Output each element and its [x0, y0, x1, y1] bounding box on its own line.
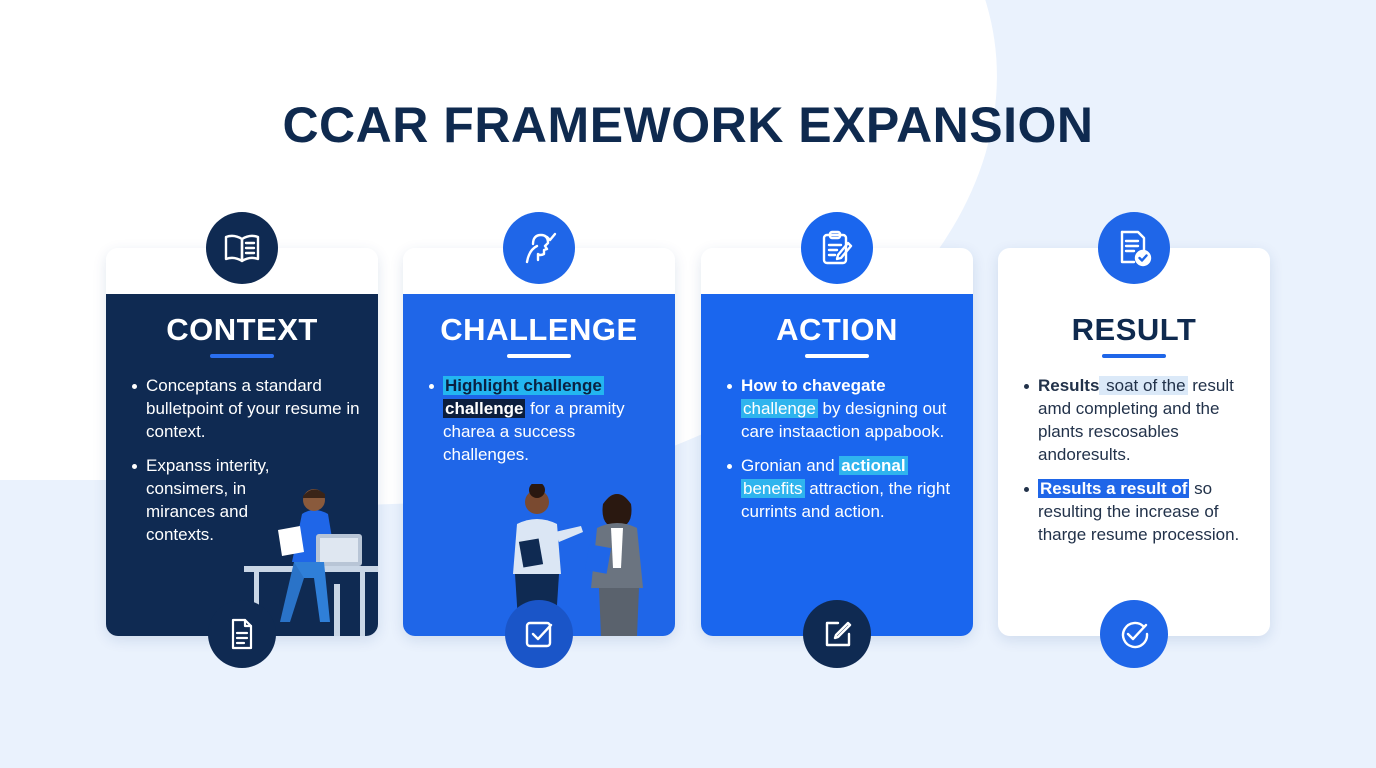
list-item: Results soat of the result amd completin…: [1022, 374, 1258, 466]
list-item: Gronian and actional benefits attraction,…: [725, 454, 961, 523]
heading-underline: [507, 354, 571, 358]
card-result: RESULT Results soat of the result amd co…: [998, 248, 1270, 636]
bullet-text: by designing out care instaaction appabo…: [741, 399, 947, 441]
card-context: CONTEXT Conceptans a standard bulletpoin…: [106, 248, 378, 636]
card-action: ACTION How to chavegate challenge by desi…: [701, 248, 973, 636]
card-body: [998, 294, 1270, 636]
page-title: CCAR FRAMEWORK EXPANSION: [282, 97, 1094, 153]
card-challenge: CHALLENGE Highlight challenge challenge f…: [403, 248, 675, 636]
list-item: How to chavegate challenge by designing o…: [725, 374, 961, 443]
document-icon: [208, 600, 276, 668]
heading-underline: [210, 354, 274, 358]
highlight-text: Results a result of: [1038, 479, 1190, 498]
card-body: [106, 294, 378, 636]
list-item: Results a result of so resulting the inc…: [1022, 477, 1258, 546]
highlight-text: soat of the: [1099, 376, 1188, 395]
bullet-text: Expanss interity, consimers, in mirances…: [146, 456, 270, 544]
book-icon: [206, 212, 278, 284]
list-item: Conceptans a standard bulletpoint of you…: [130, 374, 366, 443]
bullet-list: Results soat of the result amd completin…: [1022, 374, 1258, 557]
bullet-text: result amd completing and the plants res…: [1038, 376, 1234, 464]
bold-text: Results: [1038, 376, 1100, 395]
highlight-text: Highlight challenge: [443, 376, 604, 395]
heading-underline: [1102, 354, 1166, 358]
document-check-icon: [1098, 212, 1170, 284]
person-check-icon: [503, 212, 575, 284]
highlight-text-dark: challenge: [443, 399, 526, 418]
check-circle-icon: [1100, 600, 1168, 668]
edit-square-icon: [803, 600, 871, 668]
bullet-text: attraction, the right currints and actio…: [741, 479, 951, 521]
bold-text: How to chavegate: [741, 376, 886, 395]
clipboard-edit-icon: [801, 212, 873, 284]
list-item: Expanss interity, consimers, in mirances…: [130, 454, 276, 546]
card-heading: CHALLENGE: [440, 312, 638, 347]
card-heading: CONTEXT: [166, 312, 318, 347]
bullet-text: for a pramity charea a success challenge…: [443, 399, 625, 464]
bullet-list: Conceptans a standard bulletpoint of you…: [130, 374, 366, 557]
list-item: Highlight challenge challenge for a prami…: [427, 374, 663, 466]
heading-underline: [805, 354, 869, 358]
highlight-text: actional: [839, 456, 908, 475]
card-heading: ACTION: [776, 312, 898, 347]
highlight-text: challenge: [741, 399, 818, 418]
bullet-text: Gronian and: [741, 456, 840, 475]
highlight-text: benefits: [741, 479, 805, 498]
checkbox-icon: [505, 600, 573, 668]
bullet-text: so resulting the increase of tharge resu…: [1038, 479, 1240, 544]
card-body: [701, 294, 973, 636]
bullet-text: Conceptans a standard bulletpoint of you…: [146, 376, 360, 441]
bullet-list: How to chavegate challenge by designing o…: [725, 374, 961, 534]
bullet-list: Highlight challenge challenge for a prami…: [427, 374, 663, 477]
card-heading: RESULT: [1071, 312, 1197, 347]
